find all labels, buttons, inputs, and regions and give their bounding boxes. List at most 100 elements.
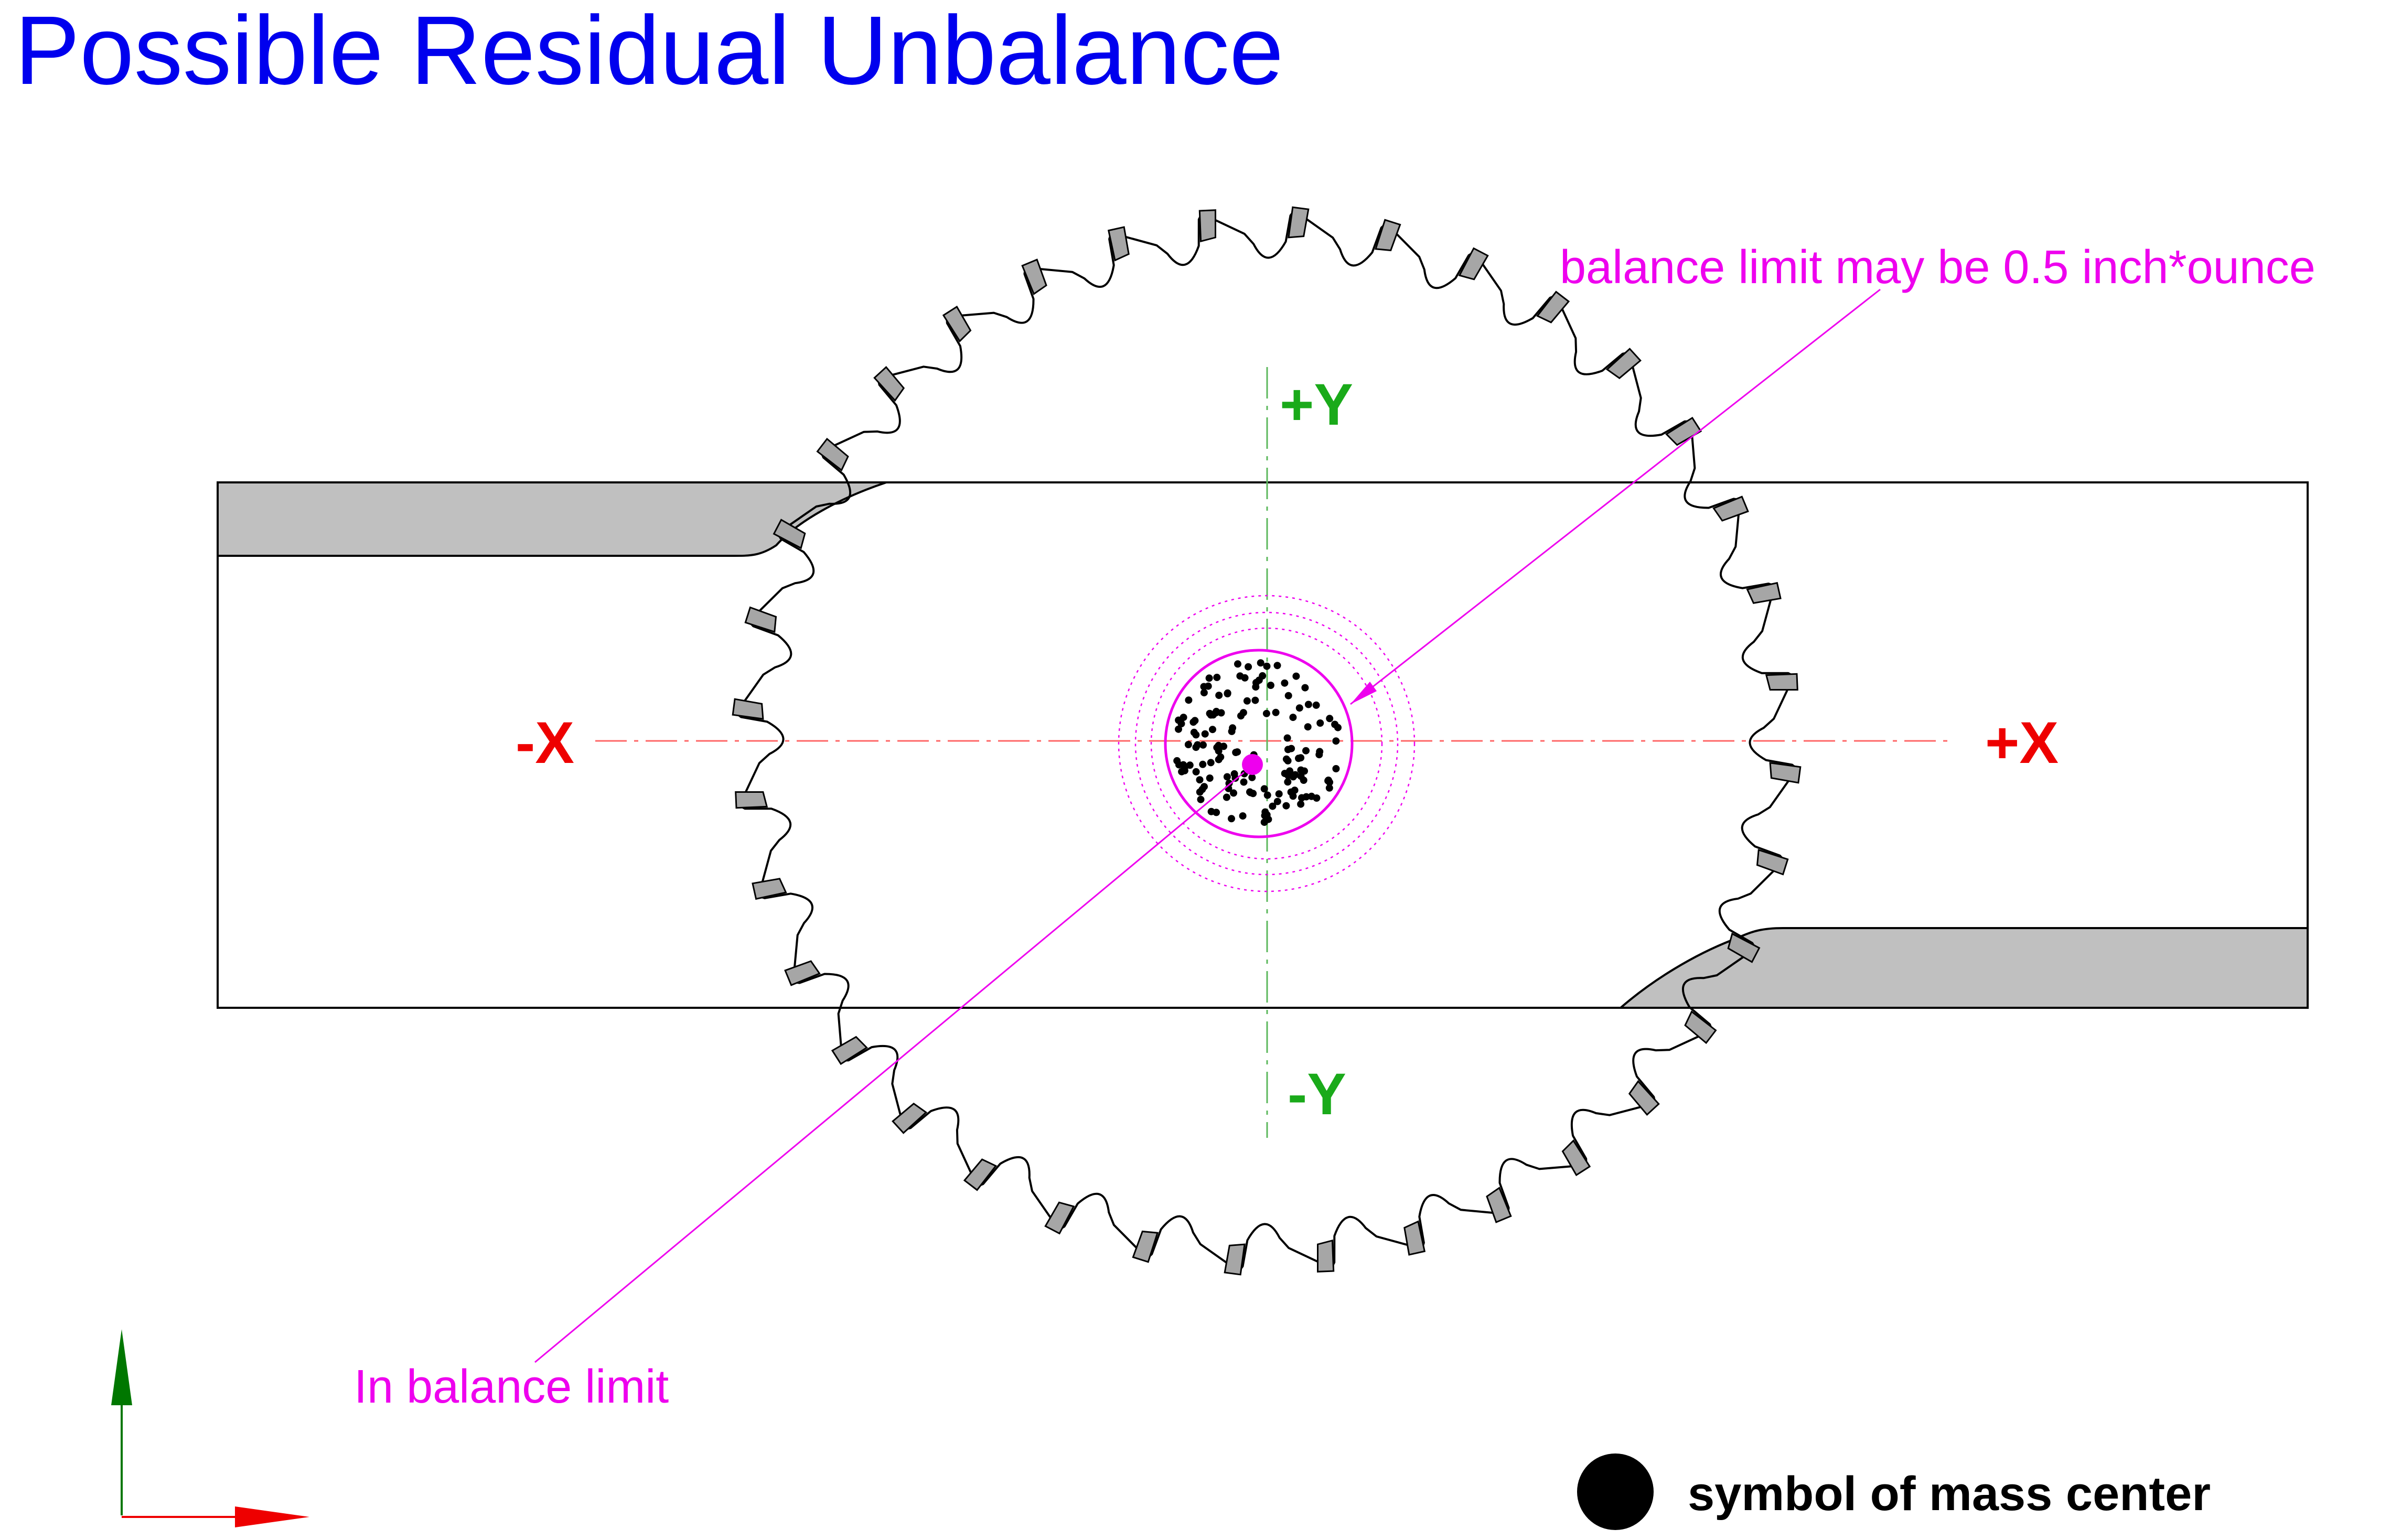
unbalance-point: [1223, 793, 1230, 801]
unbalance-point: [1275, 790, 1283, 798]
unbalance-point: [1206, 709, 1214, 717]
unbalance-point: [1196, 776, 1204, 784]
carbide-tooth-tip: [773, 519, 806, 550]
page-title: Possible Residual Unbalance: [15, 0, 1283, 105]
carbide-tooth-tip: [1727, 932, 1761, 963]
carbide-tooth-tip: [1605, 348, 1642, 380]
unbalance-point: [1239, 812, 1247, 820]
unbalance-point: [1284, 692, 1292, 699]
unbalance-point: [1272, 708, 1280, 716]
unbalance-point: [1269, 802, 1277, 810]
unbalance-point: [1234, 660, 1241, 668]
unbalance-point: [1217, 709, 1225, 717]
unbalance-point: [1304, 701, 1312, 708]
unbalance-point: [1199, 741, 1207, 749]
unbalance-point: [1284, 746, 1292, 753]
axis-label-plus-y: +Y: [1280, 372, 1353, 437]
unbalance-point: [1282, 755, 1290, 763]
axis-label-minus-x: -X: [516, 710, 574, 776]
in-balance-leader: [534, 771, 1245, 1363]
unbalance-point: [1331, 720, 1339, 728]
carbide-tooth-tip: [1132, 1230, 1159, 1263]
ucs-icon: [111, 1329, 309, 1527]
unbalance-point: [1295, 755, 1302, 762]
unbalance-point: [1324, 777, 1332, 784]
carbide-tooth-tip: [1021, 259, 1047, 295]
unbalance-point: [1180, 714, 1187, 721]
carbide-tooth-tip: [1198, 209, 1216, 243]
board-edge-bottom-right: [1617, 927, 2309, 1009]
carbide-tooth-tip: [732, 698, 764, 720]
unbalance-point: [1273, 662, 1281, 670]
unbalance-point: [1239, 709, 1247, 717]
unbalance-point: [1273, 798, 1281, 805]
carbide-tooth-tip: [1107, 226, 1130, 262]
unbalance-point: [1200, 683, 1208, 691]
unbalance-point: [1228, 815, 1235, 823]
unbalance-point: [1297, 772, 1305, 780]
unbalance-point: [1207, 759, 1215, 767]
mass-center-legend-symbol: [1577, 1453, 1654, 1530]
ucs-y-arrowhead: [111, 1329, 132, 1405]
unbalance-point: [1292, 672, 1300, 680]
unbalance-point: [1263, 662, 1271, 670]
unbalance-point: [1192, 768, 1200, 776]
unbalance-point: [1312, 701, 1320, 709]
carbide-tooth-tip: [831, 1036, 868, 1065]
carbide-tooth-tip: [892, 1102, 928, 1134]
carbide-tooth-tip: [873, 366, 905, 402]
workpiece-board: [217, 481, 2309, 1009]
carbide-tooth-tip: [1044, 1201, 1075, 1235]
ucs-x-arrowhead: [235, 1506, 309, 1527]
carbide-tooth-tip: [784, 960, 821, 986]
unbalance-point: [1295, 704, 1303, 712]
unbalance-point: [1255, 676, 1263, 684]
unbalance-point: [1248, 773, 1256, 781]
unbalance-point: [1332, 737, 1340, 745]
outer-limit-ring-1: [1118, 595, 1416, 892]
unbalance-point: [1281, 679, 1289, 687]
carbide-tooth-tip: [1684, 1010, 1717, 1044]
carbide-tooth-tip: [1765, 673, 1798, 691]
unbalance-point: [1215, 756, 1223, 763]
unbalance-point: [1191, 717, 1199, 725]
unbalance-point: [1212, 709, 1220, 717]
unbalance-point: [1232, 749, 1240, 756]
carbide-tooth-tip: [1288, 206, 1310, 239]
unbalance-point: [1297, 766, 1305, 774]
carbide-tooth-tip: [1317, 1239, 1335, 1273]
unbalance-point: [1325, 784, 1333, 792]
carbide-tooth-tip: [1628, 1080, 1660, 1116]
unbalance-point: [1247, 789, 1255, 796]
unbalance-point: [1205, 674, 1213, 682]
unbalance-point: [1245, 663, 1252, 671]
unbalance-point: [1316, 719, 1324, 727]
carbide-tooth-tip: [1458, 247, 1489, 281]
unbalance-point: [1197, 795, 1205, 803]
unbalance-point: [1209, 726, 1216, 734]
unbalance-point: [1301, 684, 1309, 692]
axis-label-plus-x: +X: [1985, 710, 2059, 776]
unbalance-point: [1289, 714, 1297, 721]
mass-center-legend-label: symbol of mass center: [1688, 1467, 2211, 1521]
unbalance-point: [1206, 774, 1214, 782]
unbalance-point: [1243, 697, 1251, 705]
unbalance-point: [1326, 715, 1334, 723]
saw-blade: [732, 206, 1802, 1276]
carbide-tooth-tip: [1712, 496, 1749, 522]
unbalance-point: [1224, 690, 1231, 697]
carbide-tooth-tip: [1486, 1187, 1512, 1223]
in-balance-limit-callout: In balance limit: [354, 1361, 669, 1413]
balance-limit-circle: [1164, 649, 1354, 838]
unbalance-point: [1262, 709, 1270, 717]
unbalance-point: [1287, 788, 1295, 796]
unbalance-point: [1240, 778, 1248, 786]
unbalance-point: [1184, 741, 1192, 748]
blade-tooth-tips: [732, 206, 1802, 1276]
unbalance-point: [1283, 734, 1291, 742]
unbalance-point: [1200, 689, 1208, 697]
carbide-tooth-tip: [1756, 849, 1789, 876]
unbalance-point: [1194, 741, 1202, 749]
unbalance-point: [1230, 789, 1237, 797]
